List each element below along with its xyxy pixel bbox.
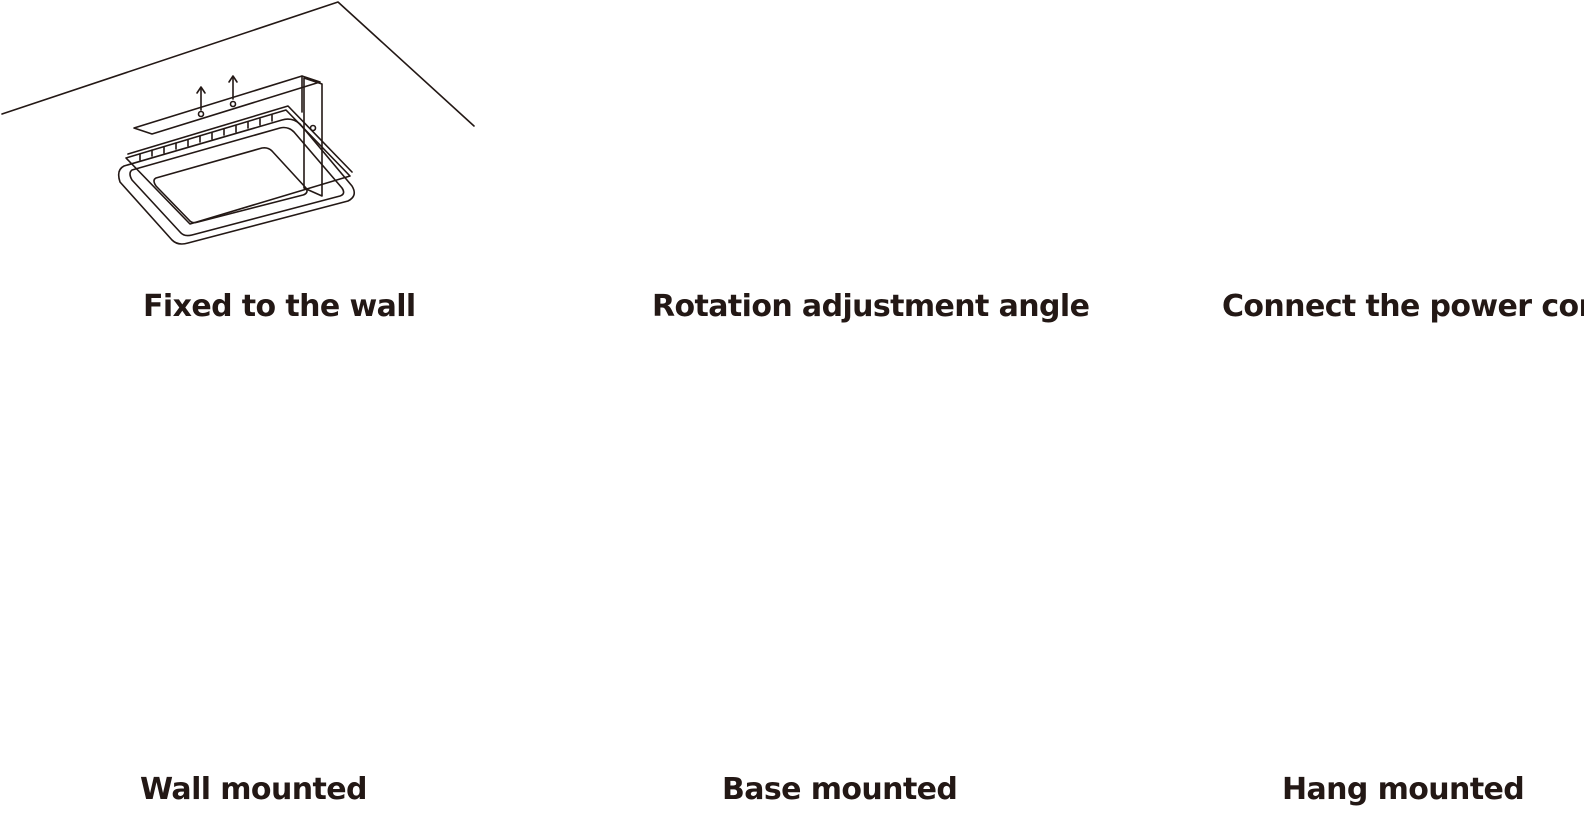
fixed-to-wall-illustration: [1, 1, 475, 245]
caption-base-mounted: Base mounted: [722, 772, 958, 807]
caption-rotation-angle: Rotation adjustment angle: [652, 289, 1090, 324]
caption-hang-mounted: Hang mounted: [1282, 772, 1525, 807]
caption-wall-mounted: Wall mounted: [140, 772, 367, 807]
caption-power-cord: Connect the power cord: [1222, 289, 1584, 324]
caption-fixed-to-wall: Fixed to the wall: [143, 289, 416, 324]
